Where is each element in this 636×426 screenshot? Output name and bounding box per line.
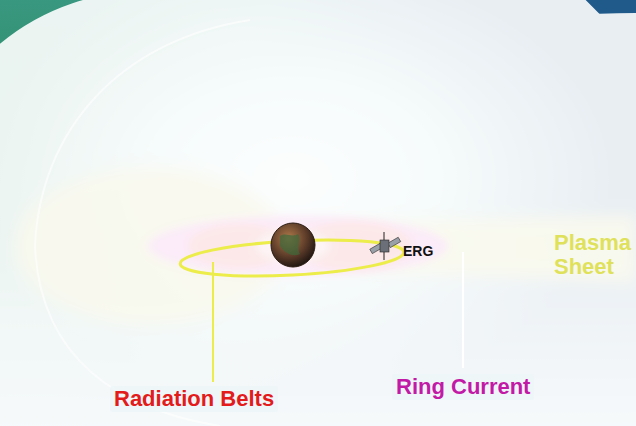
region-label: Ring Current	[392, 374, 534, 400]
satellite-icon	[370, 232, 401, 260]
leader-line	[212, 262, 214, 382]
satellite-label: ERG	[403, 244, 433, 259]
region-label: Radiation Belts	[110, 386, 278, 412]
region-label: Plasma Sheet	[554, 231, 630, 279]
leader-line	[462, 252, 464, 368]
